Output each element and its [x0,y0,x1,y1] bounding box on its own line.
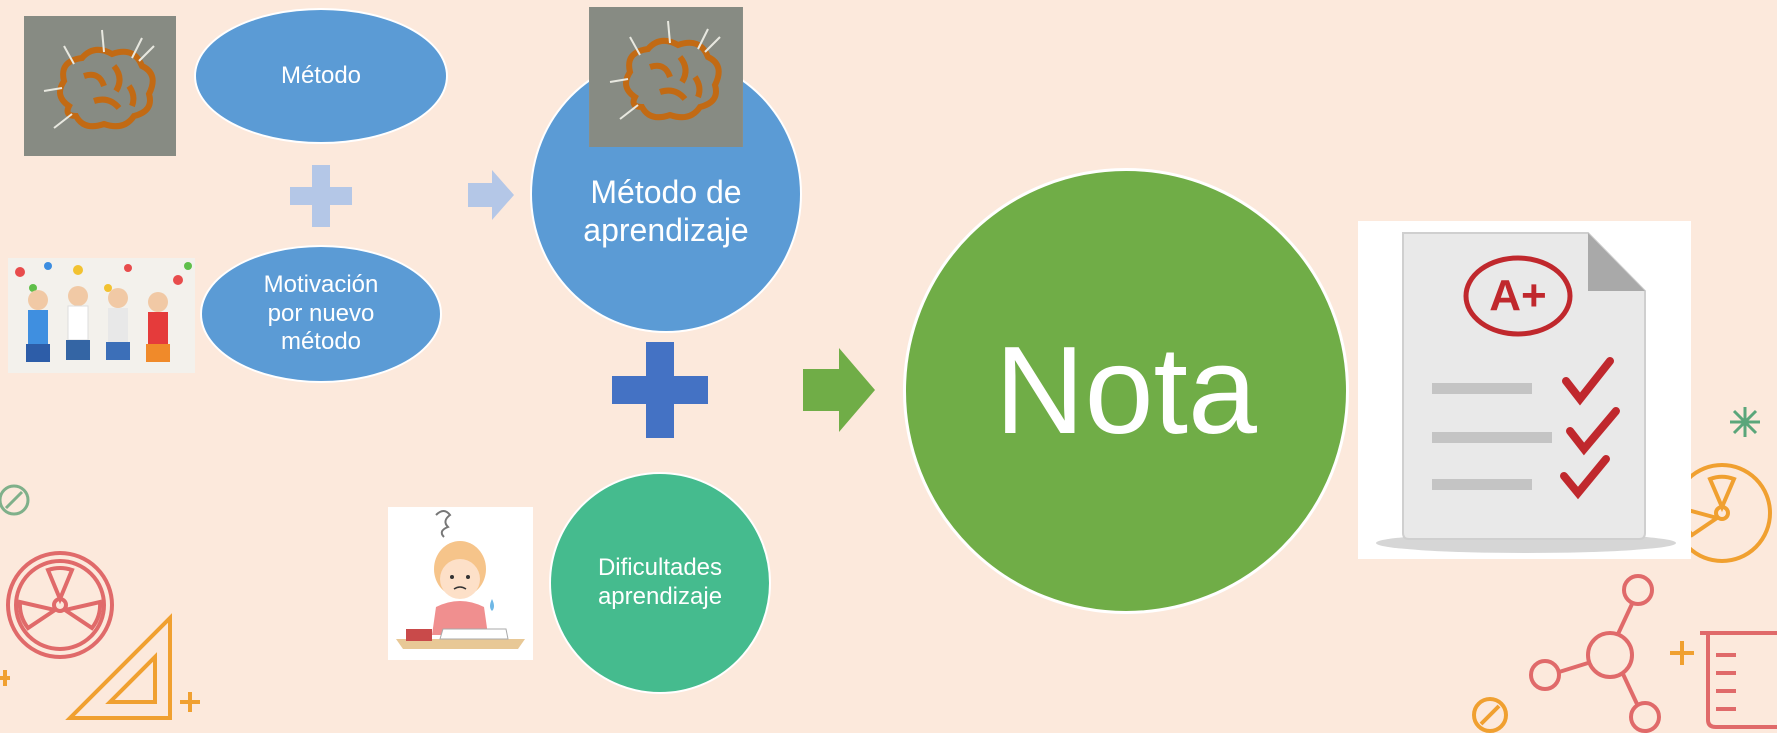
motivacion-node: Motivación por nuevo método [200,245,442,383]
nota-node: Nota [903,168,1349,614]
no-sign-icon [0,484,30,516]
grade-label: A+ [1489,271,1547,320]
graded-paper-image: A+ [1358,221,1691,559]
dificultades-node: Dificultades aprendizaje [549,472,771,694]
brain-image [24,16,176,156]
set-square-icon [0,613,200,720]
metodo-aprendizaje-node: Método de aprendizaje [530,55,802,333]
metodo-label: Método [280,61,362,89]
plus-sign-small [290,165,352,227]
radiation-icon [6,551,114,659]
asterisk-icon [1730,407,1760,437]
arrow-right-small [468,170,514,220]
nota-label: Nota [995,321,1257,460]
science-decor-left [0,484,200,720]
motivacion-label: Motivación por nuevo método [263,270,379,356]
plus-sign-large [612,342,708,438]
metodo-node: Método [194,8,448,144]
plus-icon [1670,641,1694,665]
student-image [388,507,533,660]
no-sign-icon [1472,697,1508,733]
dificultades-label: Dificultades aprendizaje [597,554,723,610]
metodo-aprendizaje-label: Método de aprendizaje [583,173,749,248]
molecule-icon [1529,574,1661,733]
beaker-icon [1700,631,1777,729]
children-image [8,258,195,373]
brain-image [589,7,743,147]
arrow-right-large [803,348,875,432]
